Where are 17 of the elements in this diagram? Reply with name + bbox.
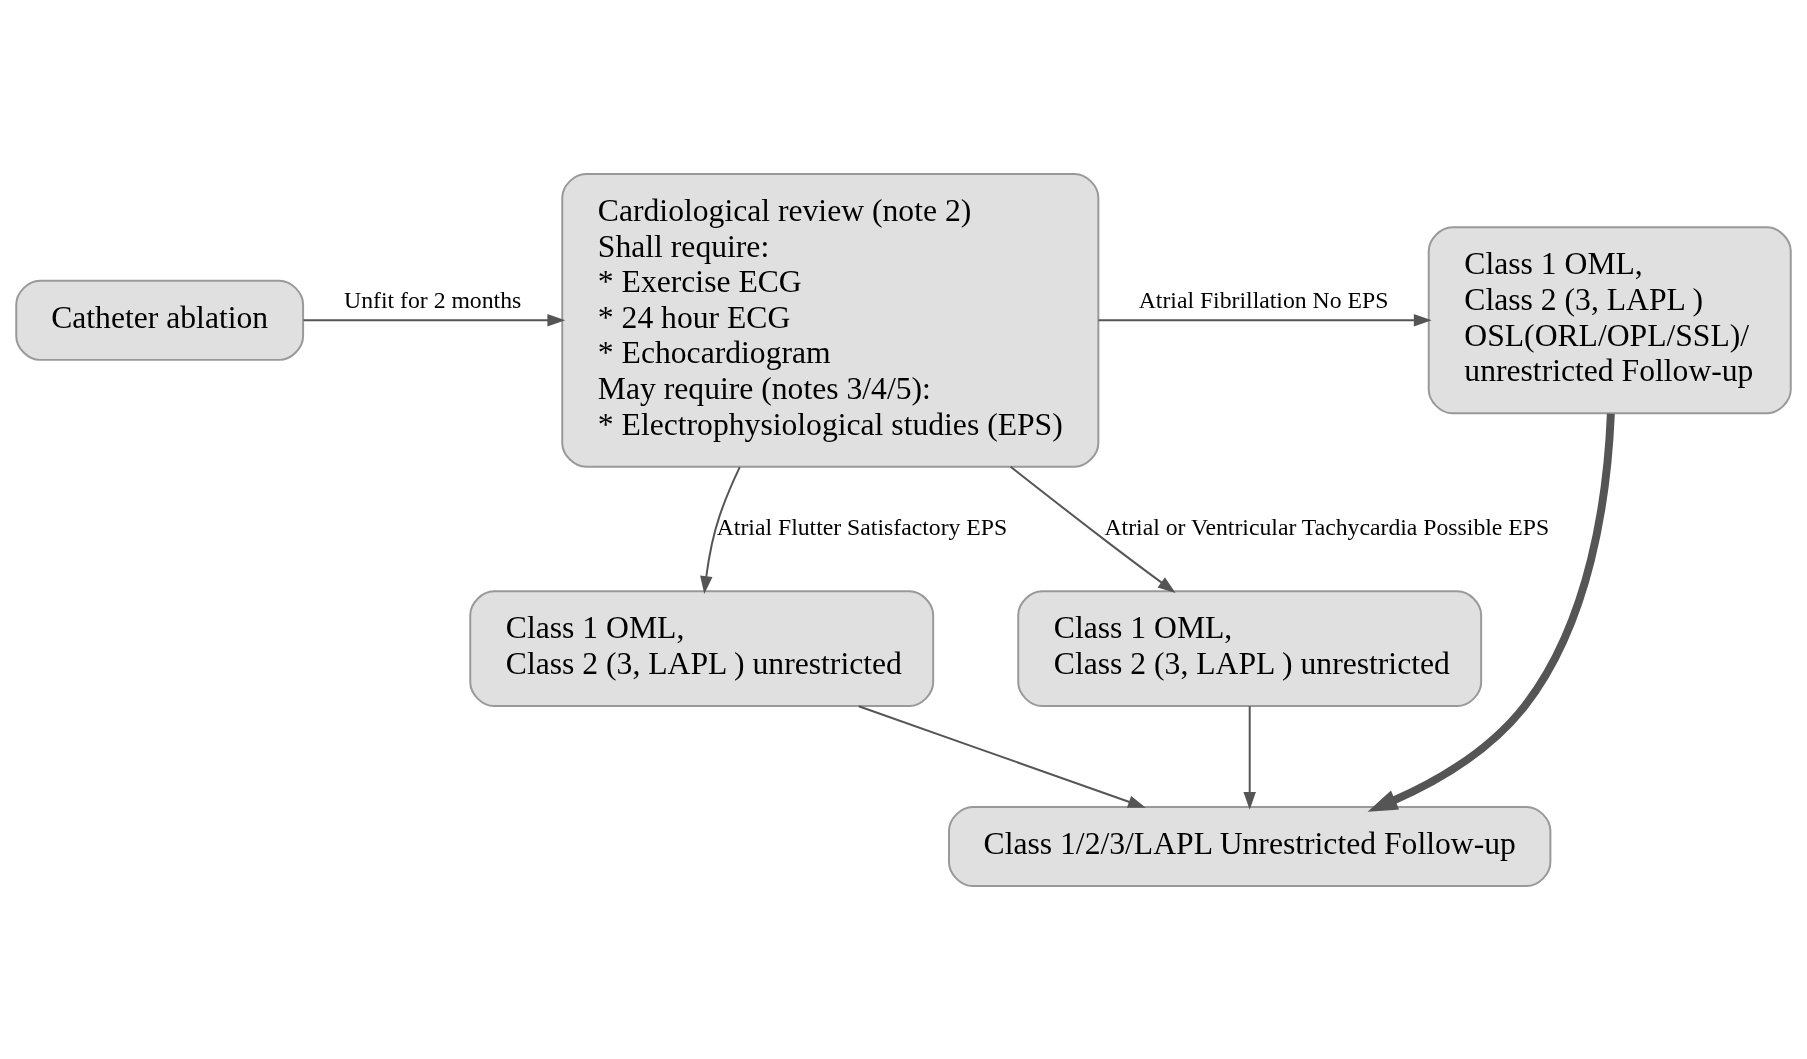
arrow: [857, 704, 1146, 808]
arrow: [302, 313, 566, 327]
edge-label: Unfit for 2 months: [344, 286, 522, 313]
node-box: Class 1 OML, Class 2 (3, LAPL ) OSL(ORL/OPL/SSL)/ unrestricted Follow-up: [1427, 225, 1792, 414]
arrow: [700, 465, 741, 594]
edge-label: Atrial or Ventricular Tachycardia Possible EPS: [1104, 513, 1550, 540]
edge-label: Atrial Fibrillation No EPS: [1138, 286, 1389, 313]
node-box: Cardiological review (note 2) Shall require: * Exercise ECG * 24 hour ECG * Echocardiogram May require (notes 3/4/5): * Electrophysiological studies (EPS): [561, 172, 1100, 468]
arrow: [1367, 413, 1615, 812]
node-box: Class 1 OML, Class 2 (3, LAPL ) unrestricted: [1017, 589, 1483, 707]
arrow: [1009, 465, 1176, 593]
node-box: Class 1 OML, Class 2 (3, LAPL ) unrestricted: [469, 589, 935, 707]
edge-label: Atrial Flutter Satisfactory EPS: [716, 513, 1008, 540]
arrow: [1097, 313, 1432, 327]
node-box: Class 1/2/3/LAPL Unrestricted Follow-up: [948, 805, 1552, 887]
node-box: Catheter ablation: [15, 279, 305, 361]
arrow: [1243, 704, 1256, 810]
